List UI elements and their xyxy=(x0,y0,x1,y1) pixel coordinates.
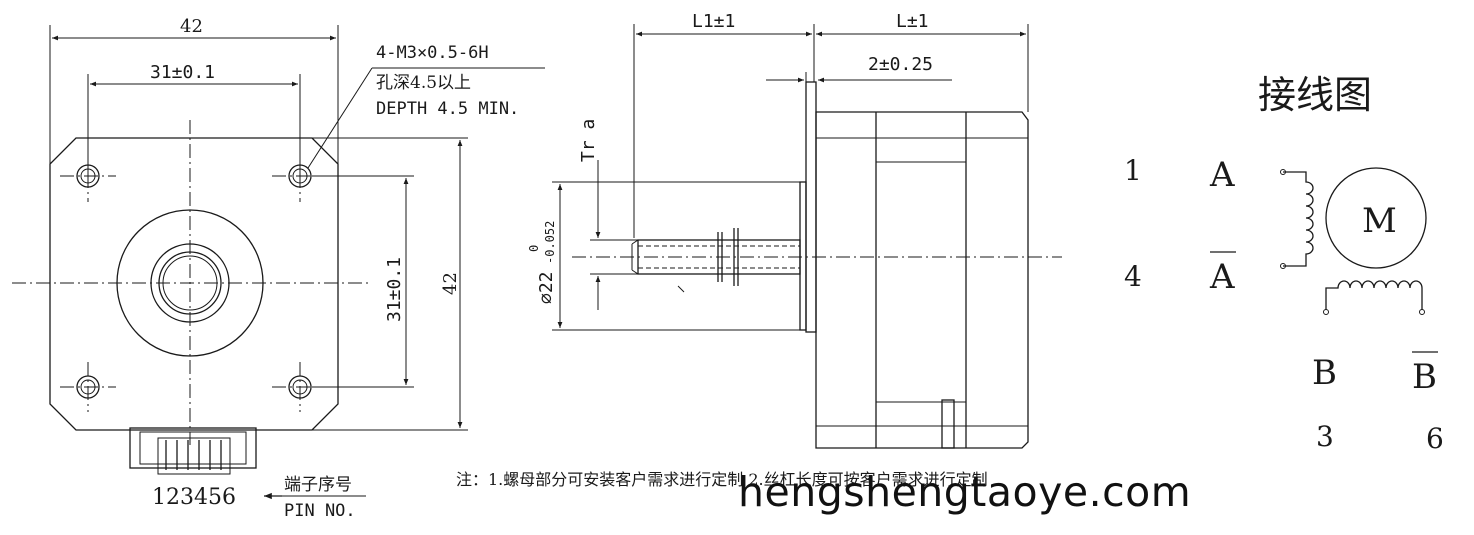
hole-note-thread: 4-M3×0.5-6H xyxy=(376,43,489,63)
dim-l1: L1±1 xyxy=(692,11,735,32)
pin-label-en: PIN NO. xyxy=(284,501,356,521)
phase-a-label: A xyxy=(1209,155,1235,195)
phase-b-bar-label: B xyxy=(1412,357,1437,397)
dim-hole-spacing-v: 31±0.1 xyxy=(384,257,405,322)
customization-note: 注：1.螺母部分可安装客户需求进行定制 2.丝杠长度可按客户需求进行定制 xyxy=(456,470,988,489)
side-connector xyxy=(941,399,955,449)
flange xyxy=(805,81,817,333)
motor-label: M xyxy=(1362,201,1397,241)
dim-boss-tol-upper: 0 xyxy=(527,245,541,252)
pin-label-cn: 端子序号 xyxy=(284,475,352,495)
dim-flange: 2±0.25 xyxy=(868,54,933,75)
wiring-diagram: 接线图 M 1 4 A A B B 3 6 xyxy=(1124,73,1444,455)
mounting-hole xyxy=(76,164,100,188)
dim-height-42: 42 xyxy=(440,272,461,295)
wiring-title: 接线图 xyxy=(1258,73,1372,117)
motor-symbol xyxy=(1325,167,1427,269)
phase-b-label: B xyxy=(1312,353,1337,393)
nut-outer xyxy=(150,243,230,323)
dim-l: L±1 xyxy=(896,11,929,32)
mounting-hole xyxy=(288,164,312,188)
dim-width-42: 42 xyxy=(180,16,203,37)
motor-body xyxy=(815,111,1029,449)
pin-4-label: 4 xyxy=(1124,260,1142,293)
side-view: L1±1 L±1 2±0.25 Tr a ⌀22 0 -0.052 xyxy=(527,11,1062,449)
hole-note-leader xyxy=(307,67,373,169)
front-view: 42 31±0.1 31±0.1 xyxy=(12,16,545,521)
dim-hole-spacing-h: 31±0.1 xyxy=(150,62,215,83)
coil-b xyxy=(1325,280,1423,310)
pin-numbers: 123456 xyxy=(152,485,236,510)
dim-boss-diameter: ⌀22 xyxy=(536,271,557,304)
connector xyxy=(129,427,257,475)
boss xyxy=(799,181,807,331)
motor-face-outline xyxy=(49,137,339,431)
phase-a-bar-label: A xyxy=(1209,257,1235,297)
hole-note-depth-en: DEPTH 4.5 MIN. xyxy=(376,99,519,119)
mounting-hole xyxy=(76,375,100,399)
pin-3-label: 3 xyxy=(1316,420,1334,453)
hole-note-depth-cn: 孔深4.5以上 xyxy=(376,73,471,93)
dim-thread: Tr a xyxy=(578,119,599,162)
dim-boss-tol-lower: -0.052 xyxy=(543,221,557,264)
pin-6-label: 6 xyxy=(1426,422,1444,455)
nut-inner xyxy=(158,251,222,315)
boss-circle xyxy=(116,209,264,357)
pin-1-label: 1 xyxy=(1124,154,1142,187)
watermark: hengshengtaoye.com xyxy=(738,468,1192,516)
mounting-hole xyxy=(288,375,312,399)
coil-a xyxy=(1283,171,1314,267)
